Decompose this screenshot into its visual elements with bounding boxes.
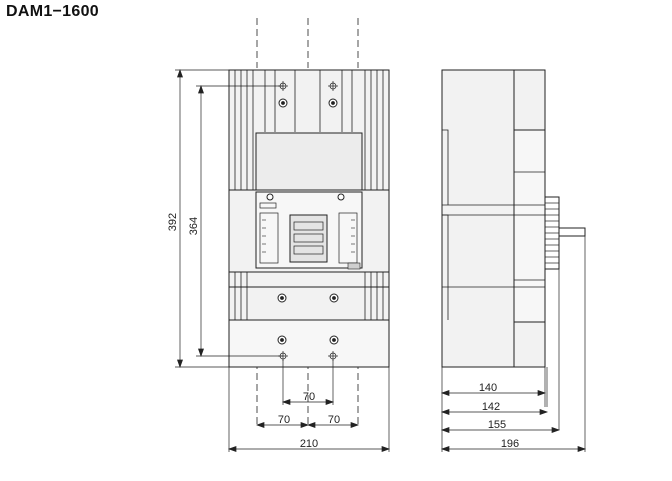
side-base [441, 69, 515, 368]
depth-extensions [441, 236, 586, 452]
label-depth-3: 155 [488, 419, 506, 431]
terminal-centerlines [256, 18, 359, 428]
front-view [175, 18, 391, 452]
side-lower-cover [513, 321, 546, 368]
label-overall-height: 392 [167, 213, 179, 231]
dim-overall-width [227, 446, 391, 452]
terminal-block [228, 319, 390, 368]
side-view [440, 69, 587, 452]
label-depth-2: 142 [482, 401, 500, 413]
dim-depth-3 [440, 427, 561, 433]
label-mount-height: 364 [188, 217, 200, 235]
label-pitch-right: 70 [328, 414, 340, 426]
dim-depth-2 [440, 409, 549, 415]
screw-icons [266, 98, 345, 345]
dim-depth-4 [440, 446, 587, 452]
dim-pitch-pair [255, 422, 360, 428]
cover-window [255, 132, 363, 191]
height-dimensions [175, 68, 283, 369]
label-pitch-center: 70 [303, 391, 315, 403]
drawing-title: DAM1−1600 [6, 3, 99, 20]
top-ribs [234, 70, 384, 190]
label-overall-width: 210 [300, 438, 318, 450]
dim-depth-1 [440, 390, 547, 396]
trip-unit-left [259, 212, 279, 264]
label-pitch-left: 70 [278, 414, 290, 426]
bottom-ribs [234, 272, 384, 320]
width-extensions [228, 360, 390, 452]
side-upper-cover [513, 69, 546, 131]
handle-icon [544, 196, 586, 270]
label-depth-4: 196 [501, 438, 519, 450]
side-middle-cover [513, 129, 546, 323]
dim-pitch-center [281, 399, 335, 405]
nameplate-label [347, 262, 361, 270]
label-depth-1: 140 [479, 382, 497, 394]
